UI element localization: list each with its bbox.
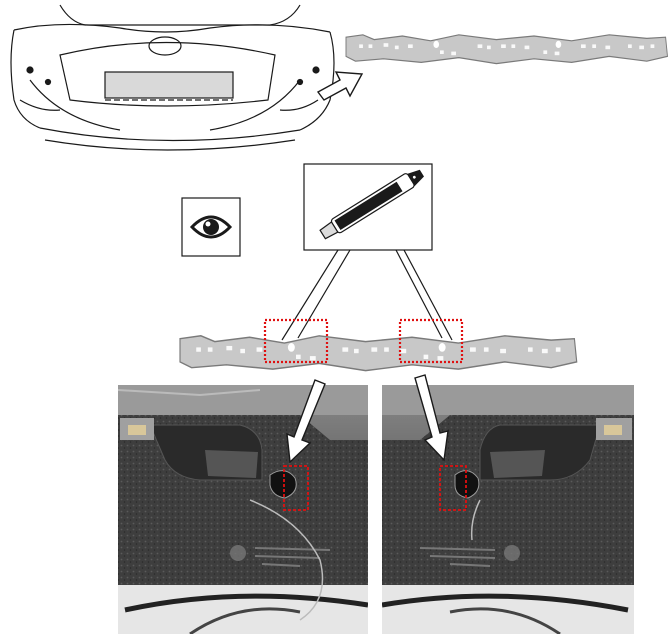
photo-divider <box>368 385 382 634</box>
utility-knife-icon <box>303 163 433 251</box>
photo-left-cut <box>117 385 369 636</box>
arrow-to-right-photo <box>414 374 449 462</box>
photo-right-cut <box>381 385 634 636</box>
removal-arrow <box>316 71 364 101</box>
absorber-cut-locations <box>179 335 578 372</box>
eye-icon <box>181 197 241 257</box>
callout-lines <box>281 249 453 341</box>
arrow-to-left-photo <box>286 379 326 464</box>
bumper-drawing <box>10 4 335 151</box>
absorber-removed <box>345 34 669 65</box>
